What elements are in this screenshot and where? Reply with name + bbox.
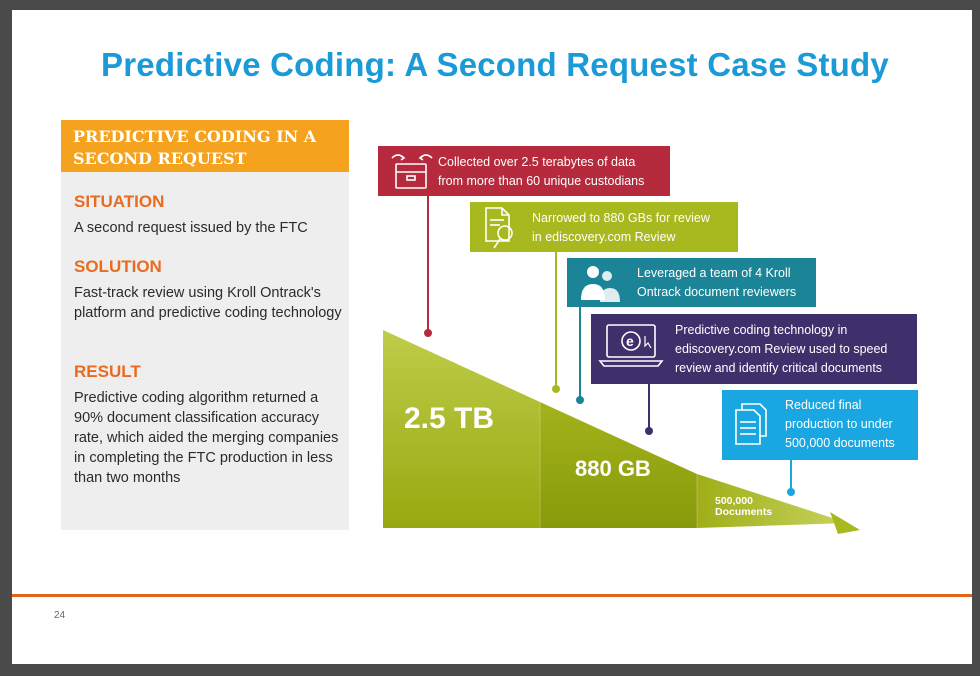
situation-text: A second request issued by the FTC <box>74 220 308 236</box>
connector-dot-1 <box>424 329 432 337</box>
step-2-line-2: in ediscovery.com Review <box>532 230 676 244</box>
document-search-icon <box>485 207 513 249</box>
page-number: 24 <box>54 610 66 621</box>
step-1-line-1: Collected over 2.5 terabytes of data <box>438 155 636 169</box>
step-3-text: Leveraged a team of 4 Kroll Ontrack docu… <box>637 264 796 302</box>
svg-text:e: e <box>626 333 634 349</box>
slide-title: Predictive Coding: A Second Request Case… <box>101 46 889 83</box>
team-icon <box>581 266 620 302</box>
wedge-segment-2-5tb <box>383 330 540 528</box>
box-archive-icon <box>391 154 433 189</box>
wedge-arrowhead <box>830 512 860 534</box>
step-4-line-2: ediscovery.com Review used to speed <box>675 342 888 356</box>
connector-dot-2 <box>552 385 560 393</box>
step-5-line-2: production to under <box>785 417 893 431</box>
step-box-2 <box>470 202 738 252</box>
wedge-segment-880gb <box>540 402 697 528</box>
step-2-text: Narrowed to 880 GBs for review in edisco… <box>532 209 710 247</box>
footer-divider <box>12 594 972 597</box>
step-1-text: Collected over 2.5 terabytes of data fro… <box>438 153 644 191</box>
connector-dot-4 <box>645 427 653 435</box>
laptop-icon: e <box>598 324 664 367</box>
volume-500k-line-2: Documents <box>715 506 773 518</box>
step-5-line-3: 500,000 documents <box>785 436 895 450</box>
connector-dot-3 <box>576 396 584 404</box>
connector-dot-5 <box>787 488 795 496</box>
step-5-line-1: Reduced final <box>785 398 862 412</box>
result-text: Predictive coding algorithm returned a 9… <box>74 390 339 486</box>
documents-icon <box>735 403 767 445</box>
wedge-segment-500k <box>697 474 848 528</box>
step-2-line-1: Narrowed to 880 GBs for review <box>532 211 710 225</box>
step-5-text: Reduced final production to under 500,00… <box>785 396 895 453</box>
step-4-text: Predictive coding technology in ediscove… <box>675 321 887 378</box>
volume-880gb: 880 GB <box>575 456 651 481</box>
panel-header: PREDICTIVE CODING IN A SECOND REQUEST <box>61 120 349 172</box>
solution-heading: SOLUTION <box>74 257 162 276</box>
panel-header-text: PREDICTIVE CODING IN A SECOND REQUEST <box>73 127 317 168</box>
volume-2-5tb: 2.5 TB <box>404 402 495 435</box>
step-3-line-2: Ontrack document reviewers <box>637 285 797 299</box>
step-1-line-2: from more than 60 unique custodians <box>438 174 645 188</box>
result-heading: RESULT <box>74 362 141 381</box>
step-4-line-3: review and identify critical documents <box>675 361 883 375</box>
summary-panel: PREDICTIVE CODING IN A SECOND REQUEST SI… <box>61 120 349 530</box>
situation-heading: SITUATION <box>74 192 165 211</box>
step-3-line-1: Leveraged a team of 4 Kroll <box>637 266 791 280</box>
volume-500k: 500,000 Documents <box>715 496 772 518</box>
step-4-line-1: Predictive coding technology in <box>675 323 848 337</box>
volume-500k-line-1: 500,000 <box>715 495 753 507</box>
solution-text: Fast-track review using Kroll Ontrack's … <box>74 285 342 321</box>
